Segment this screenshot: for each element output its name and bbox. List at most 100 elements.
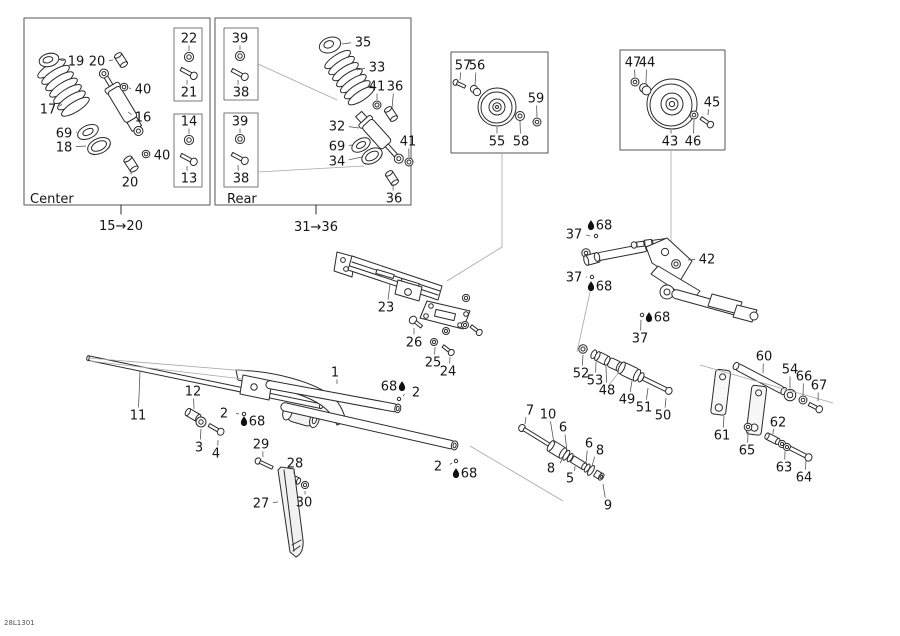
part-label-7: 7 bbox=[526, 404, 534, 419]
rear-spring-washer bbox=[351, 137, 371, 153]
part-label-44: 44 bbox=[639, 56, 656, 71]
part-label-43: 43 bbox=[662, 135, 679, 150]
leader-line-20 bbox=[108, 59, 114, 61]
nut-22 bbox=[183, 51, 195, 63]
part-label-2: 2 bbox=[412, 386, 420, 401]
construction-line bbox=[257, 165, 365, 173]
construction-line bbox=[87, 357, 248, 372]
leader-line-42 bbox=[687, 259, 696, 261]
spacer-44 bbox=[639, 83, 652, 96]
leader-line-52 bbox=[581, 354, 584, 366]
leader-line-36 bbox=[391, 93, 394, 109]
construction-line bbox=[469, 445, 564, 502]
part-label-1: 1 bbox=[331, 366, 339, 381]
part-label-12: 12 bbox=[185, 385, 202, 400]
panel-center-range: 15→20 bbox=[99, 219, 143, 234]
part-label-46: 46 bbox=[685, 135, 702, 150]
part-label-65: 65 bbox=[739, 444, 756, 459]
leader-line-48 bbox=[605, 365, 607, 383]
grease-fittings-37 bbox=[589, 233, 645, 318]
panel-rear-range: 31→36 bbox=[294, 220, 338, 235]
leader-line-18 bbox=[75, 145, 87, 148]
part-label-40: 40 bbox=[154, 149, 171, 164]
part-label-30: 30 bbox=[296, 496, 313, 511]
center-spacer-lower bbox=[141, 149, 151, 159]
part-label-68: 68 bbox=[381, 380, 398, 395]
part-label-17: 17 bbox=[40, 103, 57, 118]
part-label-45: 45 bbox=[704, 96, 721, 111]
part-label-19: 19 bbox=[68, 55, 85, 70]
leader-line-9 bbox=[602, 483, 606, 498]
part-label-26: 26 bbox=[406, 336, 423, 351]
leader-line-35 bbox=[341, 42, 352, 45]
part-label-52: 52 bbox=[573, 367, 590, 382]
part-label-68: 68 bbox=[596, 219, 613, 234]
arm-bracket-plate bbox=[645, 237, 693, 282]
part-label-38: 38 bbox=[233, 172, 250, 187]
grease-drop-icon bbox=[587, 281, 595, 291]
part-label-55: 55 bbox=[489, 135, 506, 150]
leader-line-6 bbox=[564, 434, 568, 452]
rear-bushing-lower bbox=[384, 170, 400, 186]
bracket-61-right-plate bbox=[745, 384, 768, 436]
rear-spacer-lower bbox=[404, 157, 414, 167]
part-label-41: 41 bbox=[369, 80, 386, 95]
grease-drop-icon bbox=[587, 220, 595, 230]
part-label-50: 50 bbox=[655, 409, 672, 424]
leader-line-2 bbox=[235, 413, 240, 415]
leader-line-10 bbox=[550, 421, 555, 444]
construction-line bbox=[257, 63, 338, 101]
part-label-22: 22 bbox=[181, 32, 198, 47]
panel-center-border bbox=[23, 17, 211, 206]
bolt-64 bbox=[788, 445, 813, 462]
frame-washers-25 bbox=[430, 321, 469, 346]
nut-59 bbox=[532, 117, 542, 127]
center-spring-cap bbox=[38, 52, 60, 68]
bolt-38-upper bbox=[230, 67, 249, 82]
washer-8b bbox=[587, 465, 595, 476]
nut-39-lower bbox=[234, 133, 246, 145]
part-label-68: 68 bbox=[249, 415, 266, 430]
leader-line-37 bbox=[585, 234, 591, 237]
construction-line bbox=[446, 153, 503, 282]
hardware-box-38-39-upper bbox=[223, 27, 259, 101]
bolt-4 bbox=[207, 423, 225, 436]
part-label-29: 29 bbox=[253, 438, 270, 453]
part-label-16: 16 bbox=[135, 111, 152, 126]
construction-line bbox=[89, 360, 244, 380]
part-label-2: 2 bbox=[220, 407, 228, 422]
leader-line-17 bbox=[59, 103, 63, 107]
leader-line-69 bbox=[348, 144, 353, 146]
part-label-37: 37 bbox=[566, 271, 583, 286]
frame-crossmember-23 bbox=[333, 251, 483, 357]
part-label-39: 39 bbox=[232, 115, 249, 130]
bolt-29 bbox=[254, 457, 274, 470]
construction-line bbox=[699, 364, 834, 404]
washer-58 bbox=[515, 111, 525, 121]
bushing-54 bbox=[783, 388, 797, 402]
part-label-18: 18 bbox=[56, 141, 73, 156]
idler-wheel-55 bbox=[477, 87, 517, 127]
rear-spring bbox=[324, 49, 375, 106]
part-label-10: 10 bbox=[540, 408, 557, 423]
part-label-66: 66 bbox=[796, 370, 813, 385]
hardware-box-38-39-lower bbox=[223, 112, 259, 188]
part-label-25: 25 bbox=[425, 356, 442, 371]
part-label-63: 63 bbox=[776, 461, 793, 476]
part-label-68: 68 bbox=[654, 311, 671, 326]
hardware-box-13-14 bbox=[173, 113, 203, 188]
part-label-41: 41 bbox=[400, 135, 417, 150]
panel-center-shock bbox=[23, 17, 211, 215]
bracket-group-60-67 bbox=[710, 361, 824, 462]
part-label-37: 37 bbox=[566, 228, 583, 243]
part-label-28: 28 bbox=[287, 457, 304, 472]
part-label-58: 58 bbox=[513, 135, 530, 150]
part-label-14: 14 bbox=[181, 115, 198, 130]
center-spring bbox=[37, 58, 90, 117]
rear-spacer-upper bbox=[372, 100, 382, 110]
part-label-57: 57 bbox=[455, 59, 472, 74]
box-55-border bbox=[450, 51, 549, 154]
grease-fittings-2 bbox=[241, 396, 459, 464]
frame-bolt-24b bbox=[441, 344, 455, 357]
